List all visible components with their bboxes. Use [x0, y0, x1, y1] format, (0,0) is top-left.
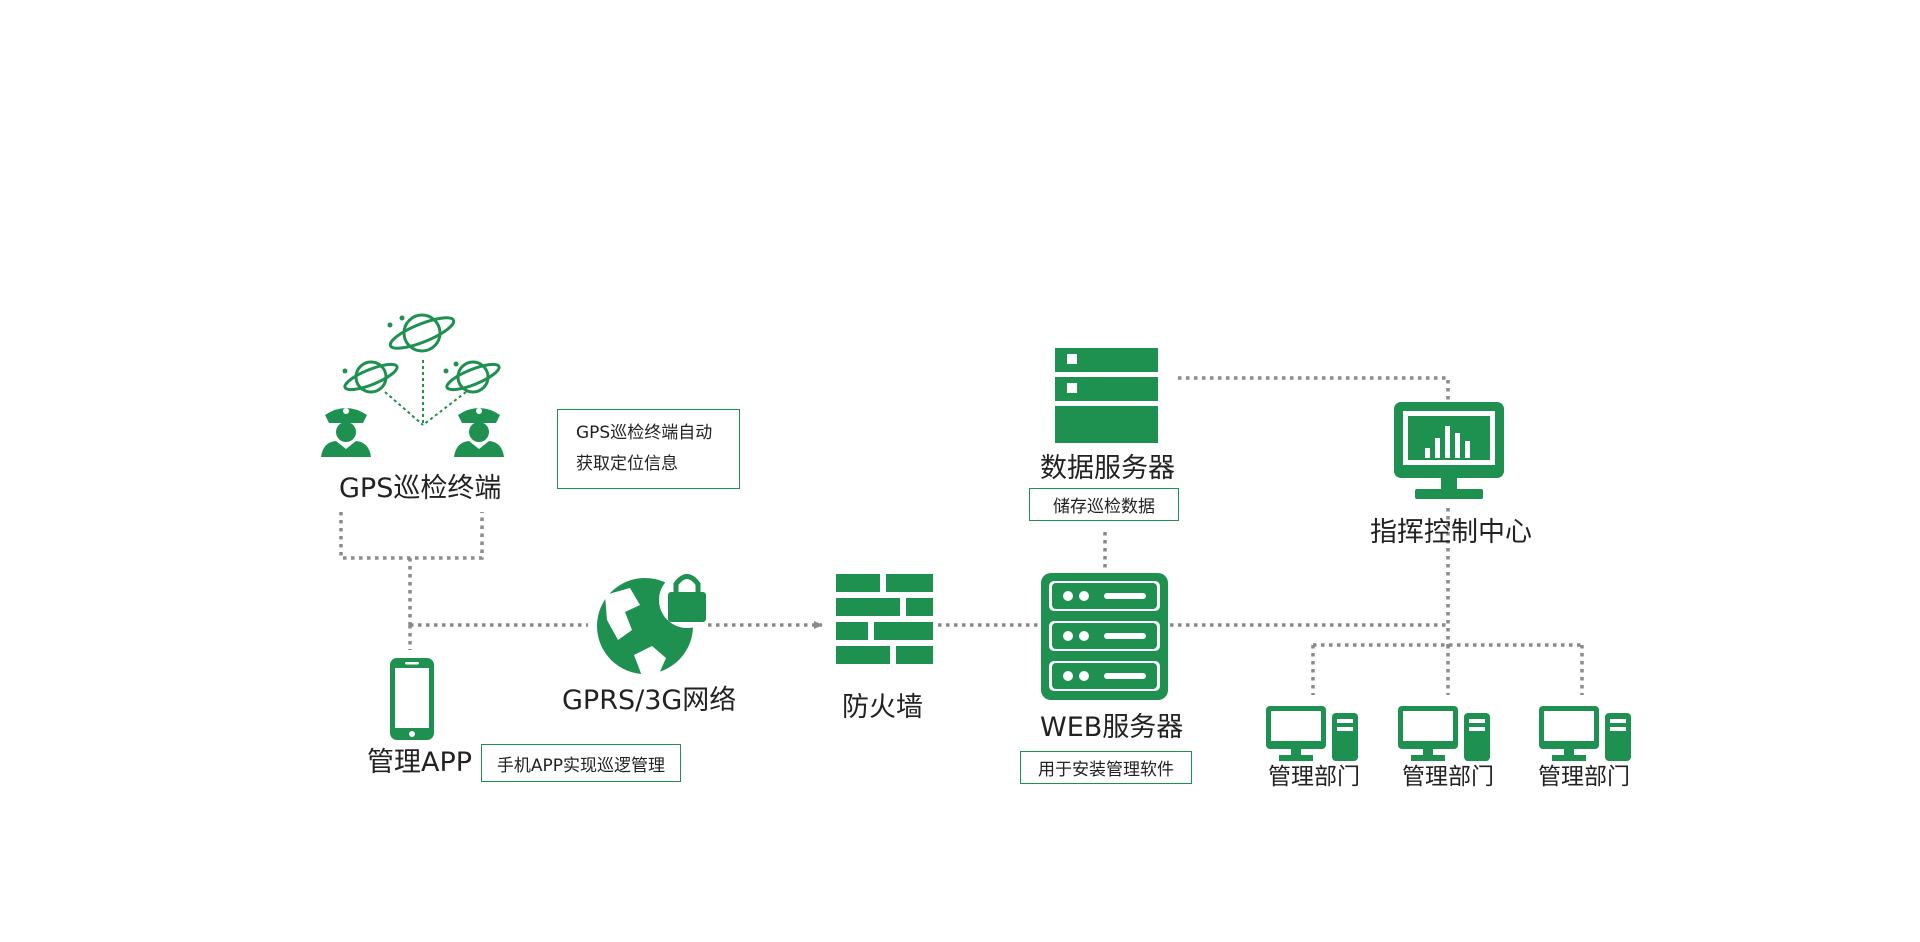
patrol-guards-satellite-icon: [321, 313, 504, 457]
app-note-box: 手机APP实现巡逻管理: [481, 744, 681, 782]
connector-gps-bracket: [339, 512, 484, 560]
security-guard-icon: [321, 408, 371, 457]
satellite-planet-icon: [343, 313, 501, 394]
department-label-1: 管理部门: [1268, 764, 1360, 790]
connector-data-to-control: [1178, 376, 1450, 400]
web-note-box: 用于安装管理软件: [1020, 751, 1192, 784]
web-server-label: WEB服务器: [1040, 712, 1184, 743]
mgmt-app-label: 管理APP: [367, 747, 473, 778]
desktop-computer-icon: [1398, 706, 1490, 761]
department-label-2: 管理部门: [1402, 764, 1494, 790]
network-label: GPRS/3G网络: [562, 685, 737, 716]
web-server-rack-icon: [1041, 573, 1168, 700]
brick-firewall-icon: [836, 574, 933, 664]
data-server-label: 数据服务器: [1040, 453, 1175, 484]
connectors: [339, 376, 1584, 695]
gps-terminal-label: GPS巡检终端: [339, 473, 502, 504]
desktop-computer-icon: [1266, 706, 1358, 761]
department-label-3: 管理部门: [1538, 764, 1630, 790]
monitor-chart-icon: [1394, 402, 1504, 499]
security-guard-icon: [454, 408, 504, 457]
secure-globe-icon: [597, 572, 715, 676]
desktop-computer-icon: [1539, 706, 1631, 761]
database-server-icon: [1055, 348, 1158, 443]
firewall-label: 防火墙: [842, 692, 923, 723]
gps-note-line-2: 获取定位信息: [576, 454, 678, 474]
padlock-icon: [659, 572, 715, 628]
smartphone-icon: [390, 658, 434, 740]
gps-note-box: GPS巡检终端自动 获取定位信息: [557, 409, 740, 489]
data-note-box: 储存巡检数据: [1029, 488, 1179, 521]
gps-note-line-1: GPS巡检终端自动: [576, 423, 713, 443]
control-center-label: 指挥控制中心: [1370, 517, 1532, 548]
